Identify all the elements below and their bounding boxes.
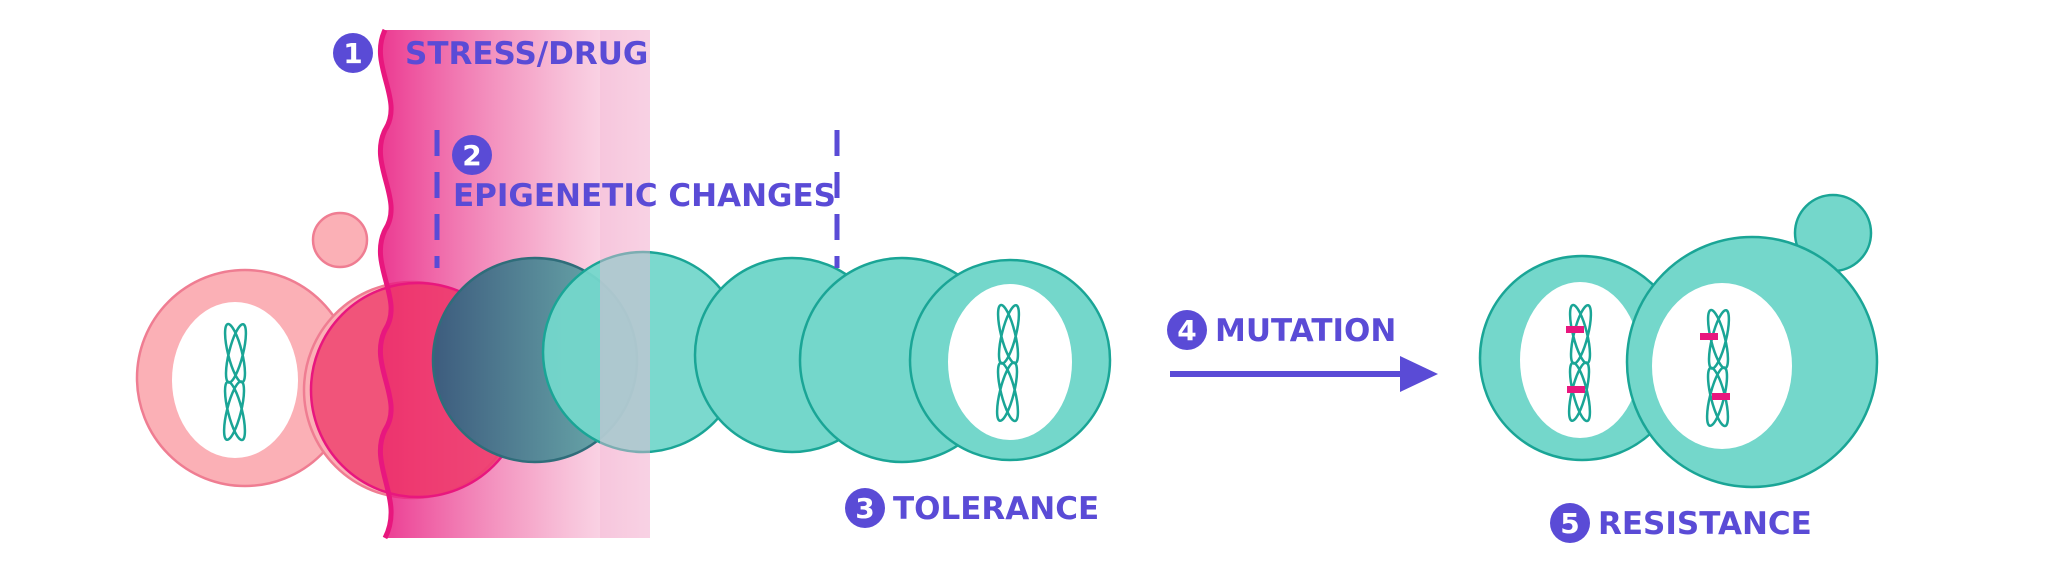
epigenetic-bracket [434, 130, 840, 268]
svg-text:1: 1 [343, 37, 362, 70]
pink-nucleus [172, 302, 298, 458]
svg-text:MUTATION: MUTATION [1215, 313, 1396, 349]
step-4-label: 4 MUTATION [1167, 310, 1396, 350]
tolerant-cell-3 [908, 258, 1112, 462]
mutation-mark [1712, 393, 1730, 400]
resistant-cell-1 [1478, 254, 1686, 462]
mutation-mark [1700, 333, 1718, 340]
svg-text:TOLERANCE: TOLERANCE [893, 491, 1099, 527]
svg-text:5: 5 [1560, 507, 1579, 540]
svg-text:2: 2 [462, 139, 481, 172]
svg-text:EPIGENETIC CHANGES: EPIGENETIC CHANGES [453, 178, 836, 214]
step-1-label: 1 STRESS/DRUG [333, 33, 648, 73]
svg-text:STRESS/DRUG: STRESS/DRUG [405, 36, 648, 72]
stress-border-line [377, 28, 394, 540]
mutation-mark [1567, 386, 1585, 393]
mutation-mark [1566, 326, 1584, 333]
pink-bud [311, 211, 369, 269]
tolerant-nucleus [948, 284, 1072, 440]
svg-text:3: 3 [855, 492, 874, 525]
step-2-label: 2 EPIGENETIC CHANGES [452, 135, 836, 214]
step-5-label: 5 RESISTANCE [1550, 503, 1812, 543]
svg-text:4: 4 [1177, 314, 1196, 347]
resistant-cell-2 [1625, 193, 1879, 489]
svg-text:RESISTANCE: RESISTANCE [1598, 506, 1812, 542]
step-3-label: 3 TOLERANCE [845, 488, 1099, 528]
arrow-right-icon [1170, 356, 1438, 392]
